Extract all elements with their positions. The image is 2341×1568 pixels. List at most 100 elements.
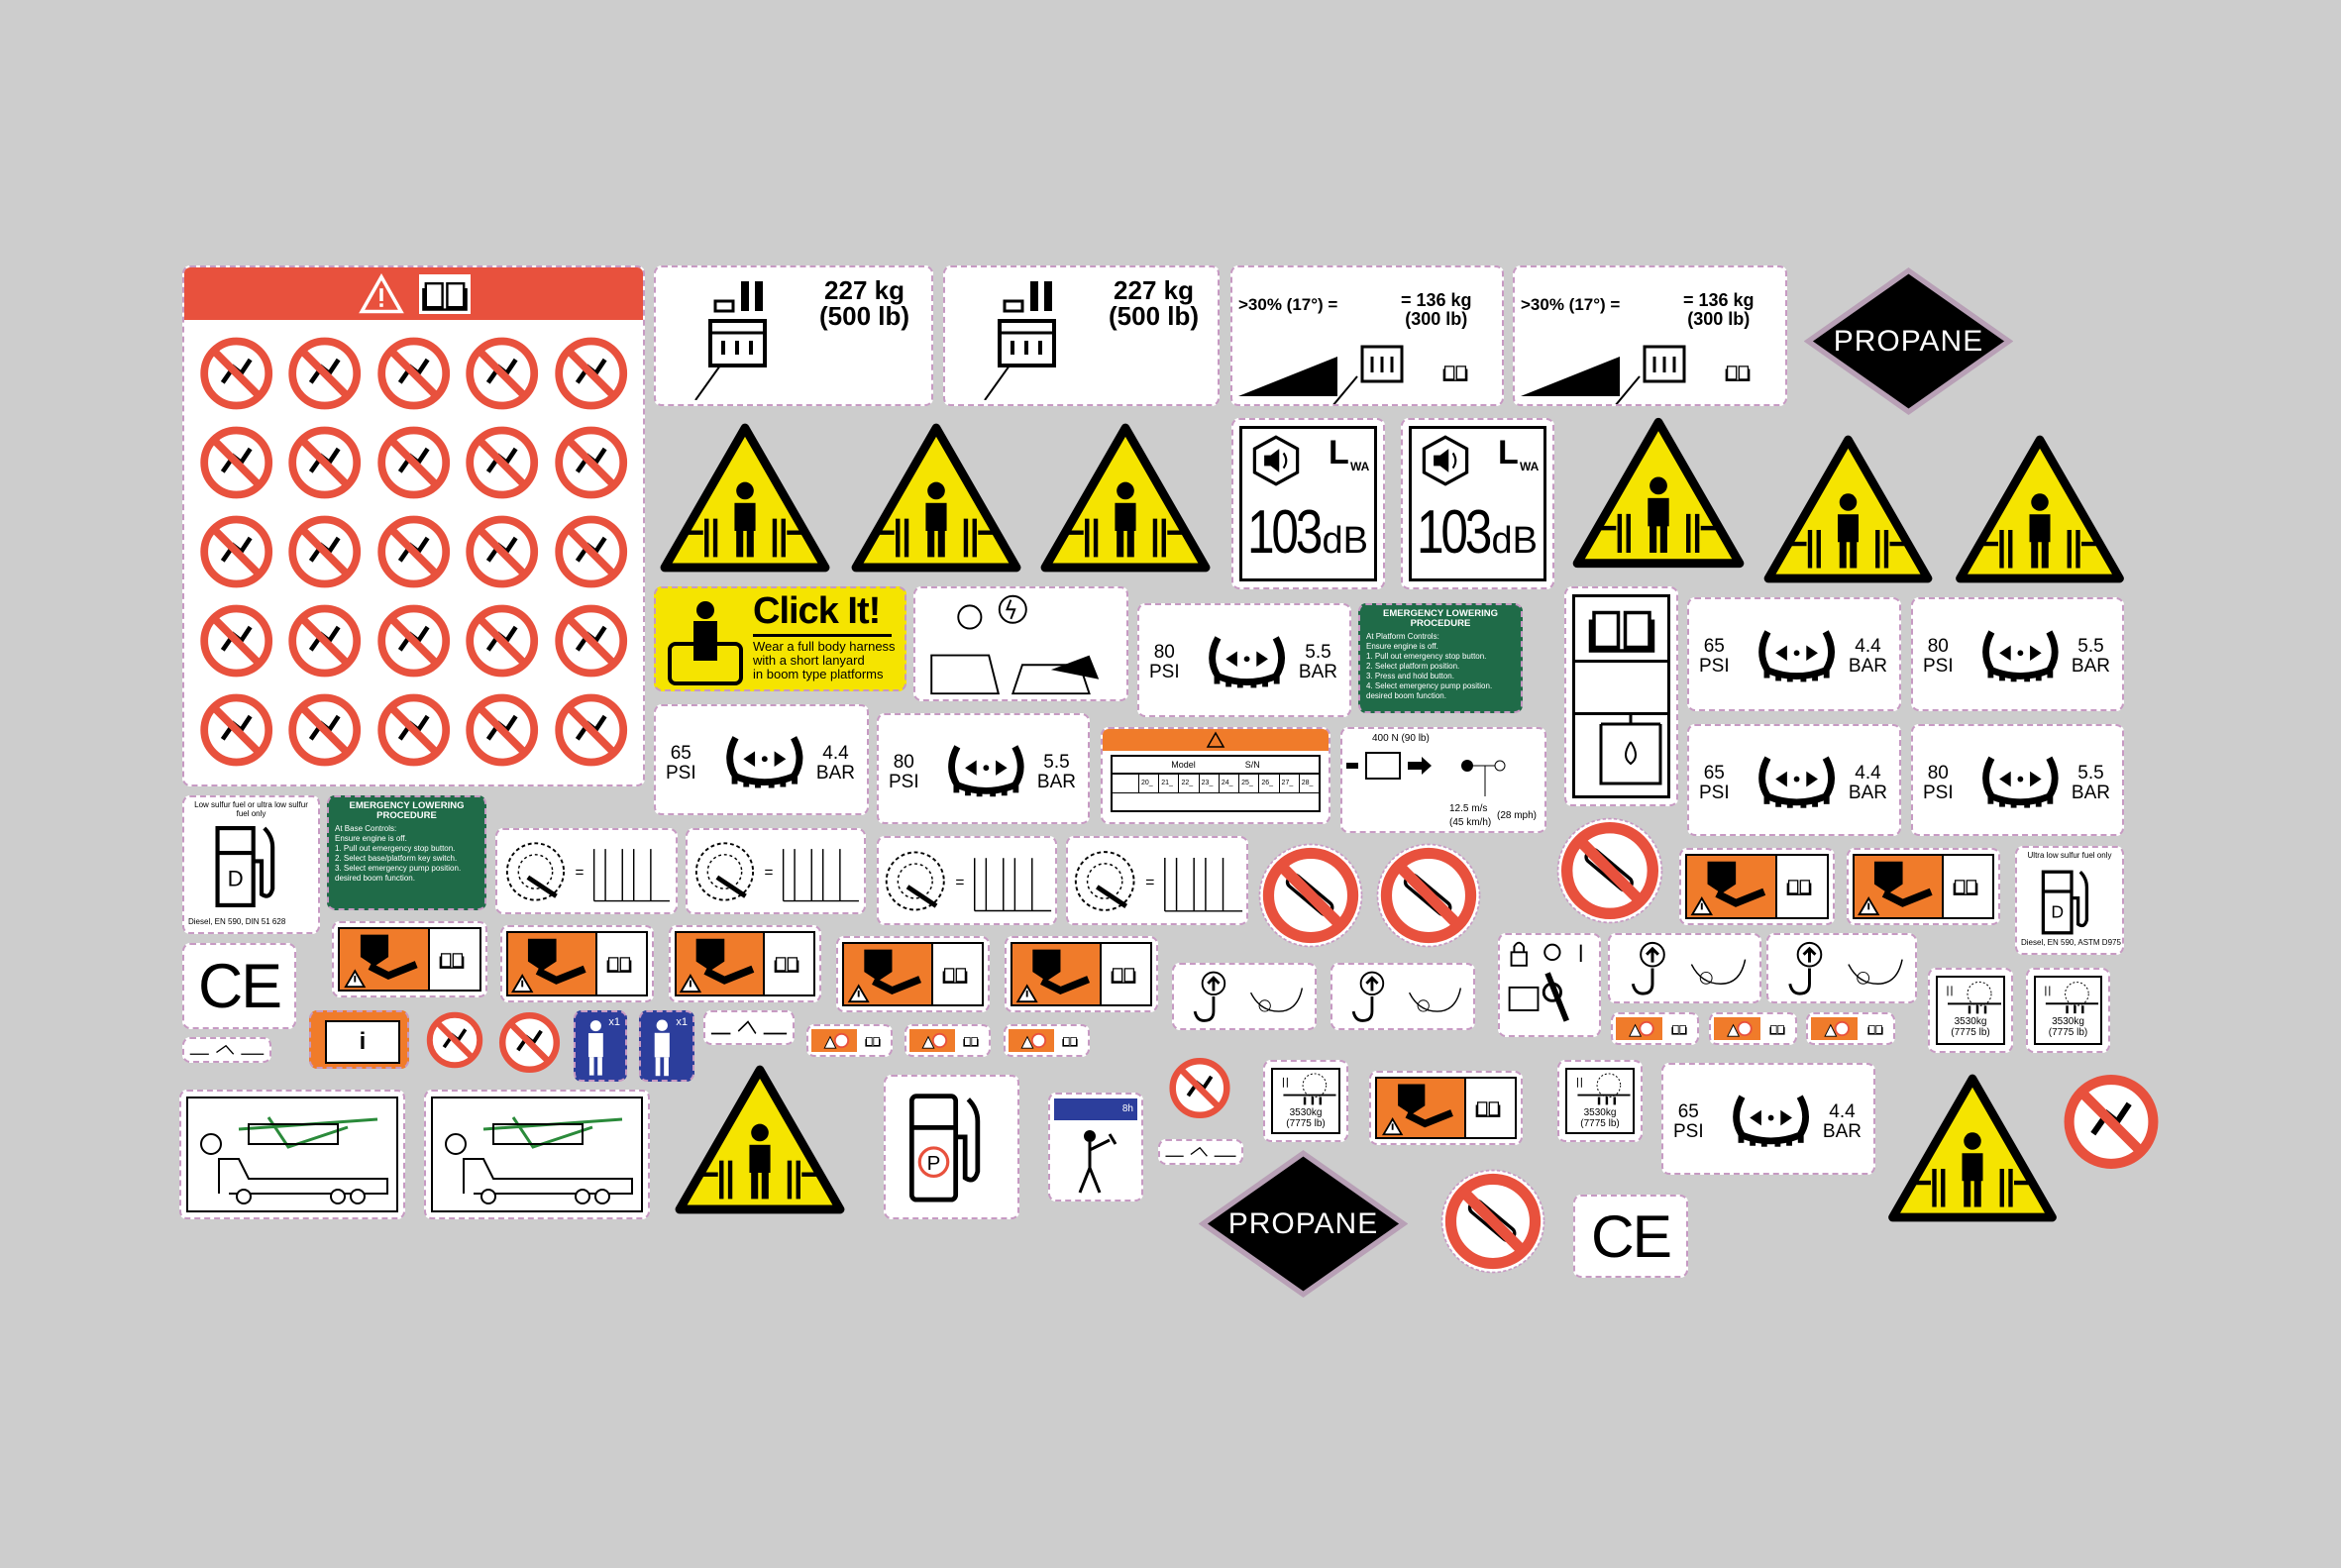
decal-hook — [1330, 963, 1475, 1030]
hand-crush-icon — [344, 934, 418, 989]
lockout-key-icon — [1508, 941, 1582, 1022]
manual-book-icon — [421, 281, 468, 311]
prohibited-action-icon — [466, 426, 539, 499]
decal-propane-diamond: PROPANE — [1199, 1149, 1408, 1299]
crush-hazard-icon — [1956, 435, 2124, 583]
decal-electrical — [913, 586, 1128, 701]
year-cell: 21_ — [1158, 775, 1178, 792]
decal-mini-orange — [1709, 1012, 1797, 1045]
decal-orange-crush — [1679, 848, 1835, 925]
bar-value: 4.4 — [822, 743, 849, 764]
capacity-kg: 227 kg — [824, 275, 904, 305]
bar-unit: BAR — [2071, 656, 2110, 677]
crush-hazard-icon — [660, 423, 830, 573]
decal-manual-blue: 8h — [1048, 1093, 1143, 1202]
tire-load-icon — [1947, 981, 2001, 1014]
capacity-lb: (300 lb) — [1687, 309, 1751, 329]
panel-header — [184, 267, 643, 320]
decal-ce: CE — [182, 943, 296, 1029]
decal-crush-triangle — [1037, 421, 1214, 575]
manual-book-icon — [942, 968, 968, 984]
small-prohibited-icon — [426, 1011, 483, 1069]
noise-value: 103 — [1417, 498, 1492, 567]
year-cell: 24_ — [1218, 775, 1238, 792]
bar-unit: BAR — [1036, 772, 1076, 792]
decal-crush-triangle — [672, 1063, 848, 1216]
platform-load-icon — [694, 281, 767, 400]
no-smoking-icon — [1556, 817, 1663, 924]
procedure-title: EMERGENCY LOWERING PROCEDURE — [349, 800, 465, 821]
click-it-line: Wear a full body harness — [753, 639, 896, 654]
prohibited-action-icon — [377, 693, 450, 767]
tire-load-kg: 3530kg — [2052, 1016, 2084, 1028]
prohibited-action-icon — [377, 426, 450, 499]
manual-book-icon — [606, 957, 632, 974]
small-pictogram-icon — [189, 1044, 265, 1055]
tire-icon — [1758, 756, 1836, 808]
tire-load-kg: 3530kg — [1954, 1016, 1987, 1028]
slope-label: >30% (17°) = — [1238, 295, 1338, 314]
svg-text:=: = — [576, 865, 585, 882]
decal-orange-crush — [1369, 1071, 1523, 1145]
inspection-hours: 8h — [1054, 1098, 1137, 1120]
drive-force: 400 N (90 lb) — [1372, 733, 1430, 744]
fuel-header: Low sulfur fuel or ultra low sulfur fuel… — [194, 800, 308, 818]
prohibited-action-icon — [466, 693, 539, 767]
tire-icon — [726, 736, 803, 788]
decal-no-smoking — [1437, 1166, 1548, 1277]
procedure-step: 2. Select base/platform key switch. — [335, 854, 458, 863]
tire-icon — [1209, 636, 1286, 688]
small-pictogram-icon — [1165, 1146, 1236, 1157]
capacity-kg: 227 kg — [1114, 275, 1194, 305]
tire-icon — [948, 745, 1024, 797]
electrical-hazard-icon — [930, 594, 1100, 695]
bar-value: 4.4 — [1829, 1101, 1856, 1122]
decal-lock-key — [1498, 933, 1601, 1037]
manual-book-icon — [774, 957, 799, 974]
psi-unit: PSI — [1923, 783, 1954, 803]
procedure-step: desired boom function. — [335, 874, 415, 883]
prohibited-action-icon — [200, 604, 273, 678]
decal-mini-orange — [1004, 1024, 1090, 1057]
drive-icon — [1346, 752, 1506, 796]
prohibited-action-icon — [200, 337, 273, 410]
propane-diamond-shape — [1804, 267, 2013, 415]
svg-text:D: D — [227, 866, 243, 890]
noise-l: L — [1329, 434, 1349, 471]
bar-value: 5.5 — [2077, 636, 2104, 657]
prohibited-action-icon — [466, 515, 539, 588]
prohibited-action-icon — [377, 337, 450, 410]
decal-orange-crush — [669, 925, 821, 1002]
decal-propane-fuel: P — [884, 1075, 1019, 1219]
fuel-spec: Diesel, EN 590, DIN 51 628 — [188, 917, 286, 926]
small-prohibited-icon — [498, 1011, 561, 1074]
decal-no-smoking — [1255, 840, 1366, 951]
psi-unit: PSI — [1673, 1121, 1704, 1142]
bar-unit: BAR — [1822, 1121, 1862, 1142]
prohibited-action-icon — [288, 337, 362, 410]
fuel-pump-icon: D — [215, 825, 275, 908]
ce-mark: CE — [198, 951, 282, 1021]
decal-orange-crush — [836, 936, 990, 1012]
small-prohibited-icon — [2064, 1075, 2159, 1169]
wheel-load-icon: = — [694, 842, 859, 902]
wheel-load-icon: = — [885, 851, 1052, 912]
fuel-spec: Diesel, EN 590, ASTM D975 — [2021, 938, 2121, 947]
mini-crush-icon — [1629, 1020, 1654, 1037]
tire-load-lb: (7775 lb) — [1580, 1117, 1620, 1129]
bar-unit: BAR — [1848, 656, 1887, 677]
bar-value: 5.5 — [2077, 763, 2104, 784]
procedure-step: 1. Pull out emergency stop button. — [335, 844, 456, 853]
year-cell: 25_ — [1238, 775, 1258, 792]
tire-icon — [1733, 1095, 1810, 1147]
hydraulic-oil-icon — [1599, 712, 1662, 785]
small-prohibited-icon — [1169, 1057, 1230, 1119]
decal-small-prohibited — [1166, 1056, 1233, 1120]
drive-mph: (28 mph) — [1497, 810, 1538, 821]
manual-book-icon — [1787, 880, 1812, 896]
harness-count: x1 — [676, 1016, 688, 1028]
procedure-step: 2. Select platform position. — [1366, 662, 1460, 671]
manual-book-icon — [440, 953, 465, 969]
